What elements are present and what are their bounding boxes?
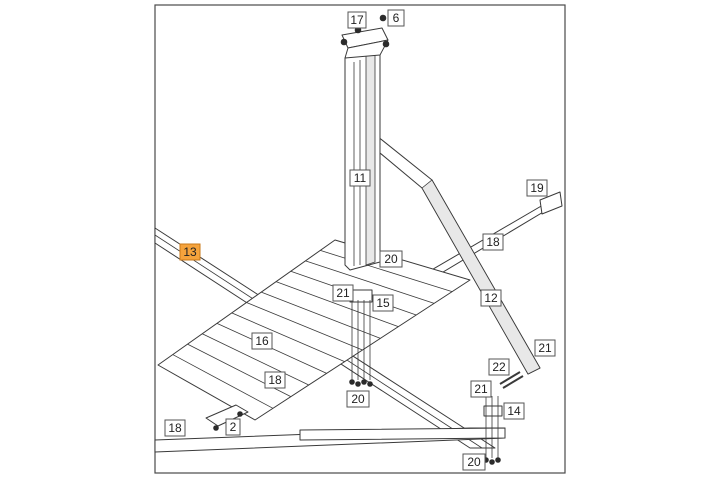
- svg-text:14: 14: [507, 404, 521, 418]
- corrugation-line: [202, 333, 309, 386]
- svg-text:12: 12: [484, 291, 498, 305]
- label-6: 6: [387, 9, 405, 27]
- label-20-bottom-right: 20: [462, 453, 486, 471]
- label-17: 17: [347, 11, 367, 29]
- svg-text:20: 20: [467, 455, 481, 469]
- label-18-upper: 18: [482, 233, 504, 251]
- label-19: 19: [526, 179, 548, 197]
- svg-text:21: 21: [538, 341, 552, 355]
- svg-text:20: 20: [351, 392, 365, 406]
- label-12: 12: [480, 289, 502, 307]
- svg-text:13: 13: [183, 245, 197, 259]
- svg-text:20: 20: [384, 252, 398, 266]
- svg-text:17: 17: [350, 13, 364, 27]
- svg-text:21: 21: [474, 382, 488, 396]
- corrugation-line: [231, 312, 345, 363]
- corrugation-line: [275, 281, 399, 328]
- label-18-bottom: 18: [164, 419, 186, 437]
- bracket-2: [205, 404, 249, 431]
- label-15: 15: [372, 294, 394, 312]
- label-2: 2: [225, 418, 241, 436]
- svg-text:18: 18: [268, 373, 282, 387]
- svg-text:11: 11: [354, 171, 367, 185]
- part-labels: 17 6 11 19 13 18 20 21 15 12 16 21 22 18…: [164, 9, 556, 471]
- svg-text:19: 19: [530, 181, 544, 195]
- pins-22: [499, 371, 524, 389]
- label-21-lower: 21: [470, 380, 492, 398]
- corrugation-line: [172, 354, 274, 409]
- svg-text:18: 18: [486, 235, 500, 249]
- svg-text:6: 6: [393, 11, 400, 25]
- base-fixings-15: [349, 289, 373, 387]
- label-21-center: 21: [332, 284, 354, 302]
- bracket-19: [539, 191, 563, 215]
- svg-text:21: 21: [336, 286, 350, 300]
- label-22: 22: [488, 358, 510, 376]
- top-bracket-17: [340, 14, 390, 59]
- label-13: 13: [179, 243, 201, 261]
- svg-text:2: 2: [230, 420, 237, 434]
- label-14: 14: [503, 402, 525, 420]
- corrugation-line: [320, 250, 453, 293]
- label-16: 16: [251, 332, 273, 350]
- label-18-middle: 18: [264, 371, 286, 389]
- base-fixings-14: [483, 396, 503, 465]
- svg-text:16: 16: [255, 334, 269, 348]
- label-11: 11: [349, 169, 371, 187]
- corrugation-line: [261, 291, 381, 339]
- rail-18-bottom: [154, 427, 506, 453]
- corrugation-line: [246, 302, 363, 351]
- svg-text:22: 22: [492, 360, 506, 374]
- corrugation-line: [305, 260, 435, 304]
- label-20-top: 20: [379, 250, 403, 268]
- label-21-right: 21: [534, 339, 556, 357]
- post-11: [344, 49, 381, 271]
- svg-text:18: 18: [168, 421, 182, 435]
- label-20-center: 20: [346, 390, 370, 408]
- svg-text:15: 15: [376, 296, 390, 310]
